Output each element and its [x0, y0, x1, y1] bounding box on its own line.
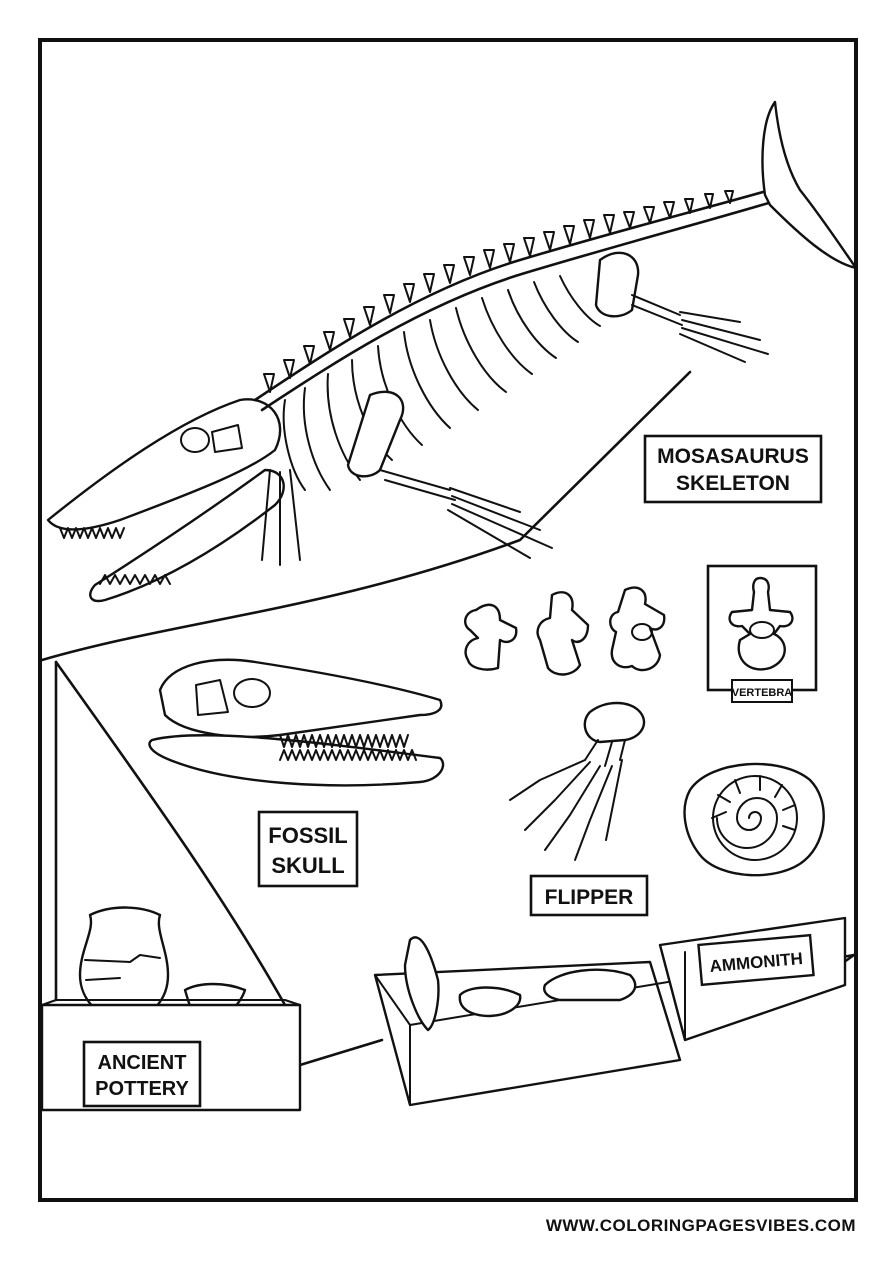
label-mosasaurus: MOSASAURUS SKELETON: [643, 434, 823, 504]
label-mosasaurus-line1: MOSASAURUS: [657, 445, 809, 468]
label-fossil-skull-line2: SKULL: [271, 853, 344, 878]
label-flipper: FLIPPER: [529, 874, 649, 917]
mosasaurus-front-paddle: [261, 469, 553, 566]
mosasaurus-skeleton: [46, 100, 858, 603]
label-ancient-pottery-line2: POTTERY: [95, 1078, 189, 1100]
mosasaurus-skull: [46, 398, 282, 531]
stone-tools-display: [373, 936, 682, 1107]
vertebrae-group: [464, 586, 666, 676]
mosasaurus-spine: [253, 188, 772, 402]
label-fossil-skull-line1: FOSSIL: [268, 823, 347, 848]
label-ancient-pottery-line1: ANCIENT: [98, 1052, 187, 1074]
mosasaurus-ribs: [282, 275, 601, 491]
mosasaurus-hind-paddle: [631, 294, 769, 363]
label-vertebra: VERTEBRA: [732, 687, 793, 699]
label-ancient-pottery: ANCIENT POTTERY: [82, 1040, 202, 1108]
site-credit: WWW.COLORINGPAGESVIBES.COM: [545, 1216, 856, 1235]
page-frame: [38, 38, 858, 1202]
flipper-fossil: [509, 701, 646, 861]
mosasaurus-lower-jaw: [89, 468, 285, 603]
fossil-skull: [148, 658, 445, 787]
label-mosasaurus-line2: SKELETON: [676, 472, 790, 495]
label-fossil-skull: FOSSIL SKULL: [257, 810, 359, 888]
mosasaurus-tail-fin: [761, 100, 858, 270]
ammonite-fossil: [683, 762, 825, 877]
ammonith-display: AMMONITH: [658, 916, 847, 1042]
vertebra-display: VERTEBRA: [706, 564, 818, 703]
label-flipper-text: FLIPPER: [545, 886, 634, 909]
